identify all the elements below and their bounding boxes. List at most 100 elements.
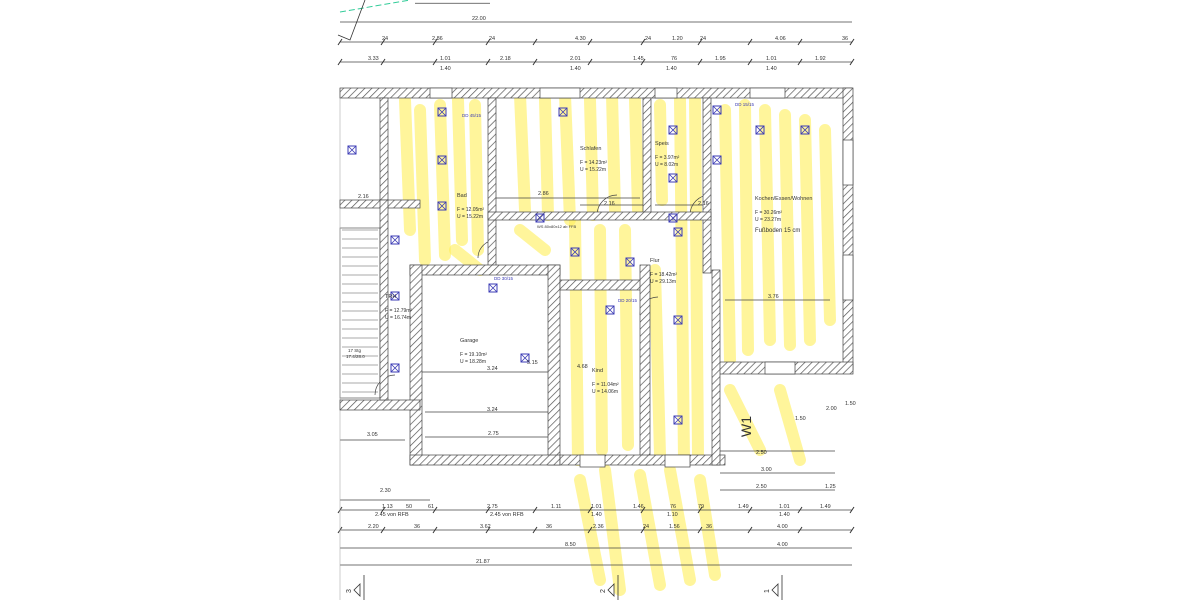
socket-symbol [437,201,447,211]
dimension-value: 36 [546,524,552,530]
dimension-value: 1.13 [382,504,393,510]
dimension-value: 4.06 [775,36,786,42]
room-name: Schlafen [580,146,601,152]
socket-symbol [712,155,722,165]
dimension-tick [849,506,855,514]
stairs [339,227,381,399]
dimension-value: 1.40 [779,512,790,518]
dimension-value: 2.36 [593,524,604,530]
highlight-stroke [799,114,816,346]
room-name: Garage [460,338,478,344]
dimension-value: 36 [414,524,420,530]
section-marker: 3 [346,575,365,600]
highlight-stroke [514,224,551,256]
wall [409,264,423,466]
highlight-stroke [584,94,599,221]
ws-label: WS 80x80x12 ab FFB [537,224,576,229]
wall [842,87,854,371]
socket-symbol [347,145,357,155]
dimension-tick [747,58,753,66]
duct-label: DD 15/15 [735,102,755,107]
dimension-value: 1.40 [440,66,451,72]
room-name: Bad [457,193,467,199]
wall [559,279,651,291]
room-area: F = 3.97m² [655,155,680,161]
highlight-stroke [414,104,431,266]
dimension-tick [532,38,538,46]
wall [379,199,389,401]
dimension-tick [797,38,803,46]
dimension-tick [485,506,491,514]
dimension-value: 1.01 [591,504,602,510]
dimension-tick [432,38,438,46]
room-area: F = 18.42m² [650,272,677,278]
dimension-value: 2.16 [604,201,615,207]
dimension-value: 5.15 [527,360,538,366]
dimension-tick [485,38,491,46]
dimension-tick [640,526,646,534]
dimension-tick [587,526,593,534]
dimension-value: 1.50 [795,416,806,422]
dimension-value: 1.92 [815,56,826,62]
dimension-value: 8.50 [565,542,576,548]
room-perimeter: U = 16.74m [385,315,411,321]
wall [702,97,712,274]
room-area: F = 14.23m² [580,160,607,166]
dimension-value: 3.24 [487,407,498,413]
dimension-tick [432,58,438,66]
room-note: Fußboden 15 cm [755,228,800,234]
dimension-tick [532,58,538,66]
dimension-tick [747,526,753,534]
dimension-tick [485,526,491,534]
dimension-value: 1.40 [666,66,677,72]
room-name: Kochen/Essen/Wohnen [755,196,812,202]
dimension-value: 1.01 [766,56,777,62]
window [664,454,691,468]
dimension-tick [747,506,753,514]
socket-symbol [625,257,635,267]
highlight-stroke [594,224,608,456]
dimension-tick [640,38,646,46]
socket-symbol [668,125,678,135]
room-name: TRH [385,294,396,300]
dimension-value: 4.00 [777,542,788,548]
dimension-value: 76 [670,504,676,510]
socket-symbol [673,227,683,237]
north-marker [337,0,366,41]
dimension-tick [849,526,855,534]
dimension-tick [640,506,646,514]
dimension-value: 2.86 [432,36,443,42]
dimension-value: 2.00 [826,406,837,412]
dimension-value: 3.33 [368,56,379,62]
dimension-tick [747,38,753,46]
duct-label: DD 45/15 [462,113,482,118]
dimension-value: 1.10 [667,512,678,518]
socket-symbol [673,415,683,425]
dimension-tick [380,526,386,534]
section-number: 3 [346,589,353,593]
socket-symbol [390,235,400,245]
dimension-tick [587,58,593,66]
dimension-value: 2.45 von RFB [490,512,524,518]
dimension-value: 4.30 [575,36,586,42]
property-line [339,0,411,13]
socket-symbol [800,125,810,135]
socket-symbol [755,125,765,135]
socket-symbol [488,283,498,293]
window [764,361,796,375]
dimension-value: 2.75 [487,504,498,510]
window [579,454,606,468]
dimension-value: 1.40 [591,512,602,518]
highlight-stroke [664,464,696,586]
duct-label: DD 20/15 [618,298,638,303]
highlight-stroke [606,89,621,216]
dimension-tick [697,526,703,534]
window [539,87,581,99]
stairs-label: 17 Stg [348,348,362,353]
room-perimeter: U = 18.28m [460,359,486,365]
dimension-tick [797,506,803,514]
dimension-value: 2.16 [698,201,709,207]
dimension-value: 24 [645,36,651,42]
highlight-stroke [629,94,644,216]
dimension-tick [587,38,593,46]
